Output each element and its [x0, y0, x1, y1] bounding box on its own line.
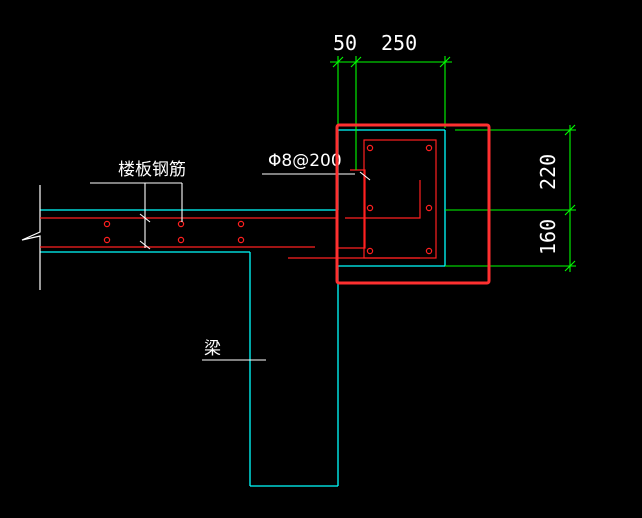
dim-text-50: 50	[333, 31, 357, 55]
dim-text-250: 250	[381, 31, 417, 55]
rebar-dot	[366, 204, 374, 212]
rebar-dot	[425, 247, 433, 255]
right-dim-tick	[564, 124, 576, 136]
hook-bar	[338, 169, 366, 249]
dimensions	[330, 56, 576, 272]
rebar-spec-tick	[359, 171, 371, 181]
rebar-dot	[425, 144, 433, 152]
column-stirrup	[363, 139, 437, 259]
rebar-dot	[177, 220, 185, 228]
rebar-dots	[103, 144, 433, 255]
top-dim-tick	[439, 56, 451, 68]
highlight-box	[335, 123, 491, 285]
beam-label: 梁	[204, 339, 221, 359]
top-dim-tick	[332, 56, 344, 68]
rebar-spec-label: Φ8@200	[268, 151, 342, 171]
rebar-dot	[103, 220, 111, 228]
right-dim-tick	[564, 204, 576, 216]
leaders	[90, 171, 371, 361]
slab-rebar-tick	[139, 213, 151, 223]
slab-rebar-label: 楼板钢筋	[118, 160, 186, 180]
rebar-dot	[425, 204, 433, 212]
right-dim-tick	[564, 260, 576, 272]
column-tie	[345, 180, 421, 219]
dim-text-220: 220	[536, 154, 560, 190]
rebar-dot	[103, 236, 111, 244]
rebar-dot	[366, 247, 374, 255]
rebar-group	[40, 139, 437, 259]
rebar-dot	[177, 236, 185, 244]
rebar-dot	[237, 236, 245, 244]
rebar-dot	[237, 220, 245, 228]
top-dim-tick	[350, 56, 362, 68]
break-line	[21, 185, 41, 290]
slab-rebar-tick	[139, 240, 151, 250]
rebar-dot	[366, 144, 374, 152]
dim-text-160: 160	[536, 219, 560, 255]
concrete-outline	[40, 129, 446, 487]
